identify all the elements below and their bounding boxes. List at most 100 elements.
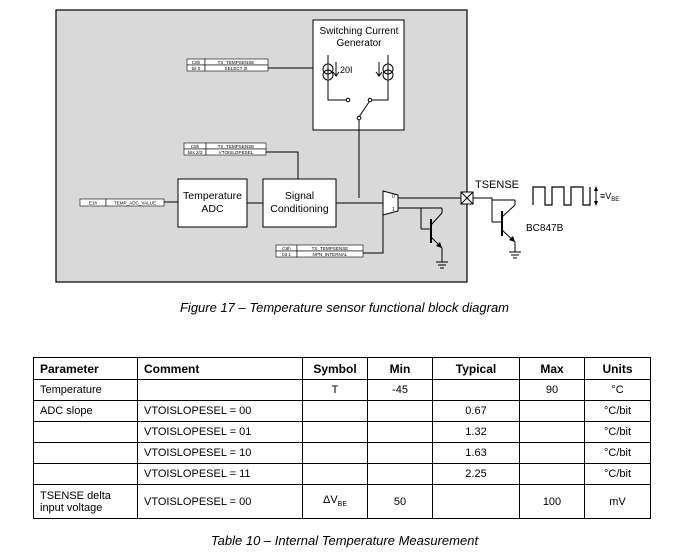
external-bc847b-transistor-icon [491, 199, 521, 259]
pulse-waveform-icon [532, 186, 591, 206]
col-header-min: Min [367, 357, 433, 380]
svg-text:bit 1: bit 1 [282, 252, 291, 257]
register-vtoislopesel: C8h bits 2/3 TX_TEMPSENSE VTOISLOPESEL [183, 142, 267, 156]
cell-symbol [302, 421, 368, 443]
table-header-row: Parameter Comment Symbol Min Typical Max… [33, 357, 651, 380]
cell-typical: 1.32 [432, 421, 520, 443]
table-row: Temperature T -45 90 °C [33, 379, 651, 401]
svg-text:TEMP_ADC_VALUE: TEMP_ADC_VALUE [114, 201, 156, 206]
table-caption: Table 10 – Internal Temperature Measurem… [210, 533, 479, 548]
svg-text:C8h: C8h [191, 144, 200, 149]
table-row: VTOISLOPESEL = 11 2.25 °C/bit [33, 463, 651, 485]
cell-units: °C [584, 379, 651, 401]
cell-symbol: T [302, 379, 368, 401]
table-row: VTOISLOPESEL = 01 1.32 °C/bit [33, 421, 651, 443]
cell-parameter: Temperature [33, 379, 138, 401]
cell-max: 100 [519, 484, 585, 519]
table-row: VTOISLOPESEL = 10 1.63 °C/bit [33, 442, 651, 464]
col-header-parameter: Parameter [33, 357, 138, 380]
mux-icon [382, 190, 399, 216]
tsense-label: TSENSE [475, 179, 519, 191]
cell-symbol: ΔVBE [302, 484, 368, 519]
temperature-adc-label-line2: ADC [201, 203, 224, 215]
cell-min: 50 [367, 484, 433, 519]
symbol-sub: BE [337, 501, 348, 509]
parameters-table: Parameter Comment Symbol Min Typical Max… [33, 357, 651, 519]
register-npn-internal: C8h bit 1 TX_TEMPSENSE NPN_INTERNAL [275, 244, 364, 258]
svg-text:C8h: C8h [282, 246, 291, 251]
cell-comment: VTOISLOPESEL = 10 [137, 442, 303, 464]
svg-text:TX_TEMPSENSE: TX_TEMPSENSE [218, 60, 255, 65]
symbol-main: ΔV [322, 494, 338, 507]
cell-symbol [302, 463, 368, 485]
switching-generator-title-line2: Generator [336, 38, 382, 49]
cell-parameter: ADC slope [33, 400, 138, 422]
cell-symbol [302, 442, 368, 464]
cell-units: mV [584, 484, 651, 519]
col-header-symbol: Symbol [302, 357, 368, 380]
cell-parameter [33, 463, 138, 485]
cell-comment: VTOISLOPESEL = 01 [137, 421, 303, 443]
block-diagram: Switching Current Generator 20I C8h bit … [55, 9, 619, 283]
col-header-units: Units [584, 357, 651, 380]
cell-comment [137, 379, 303, 401]
cell-units: °C/bit [584, 400, 651, 422]
table-row: TSENSE delta input voltage VTOISLOPESEL … [33, 484, 651, 519]
cell-comment: VTOISLOPESEL = 00 [137, 400, 303, 422]
cell-units: °C/bit [584, 442, 651, 464]
cell-max [519, 421, 585, 443]
switch-icon [358, 101, 370, 118]
col-header-comment: Comment [137, 357, 303, 380]
svg-text:C8h: C8h [192, 60, 201, 65]
cell-typical: 1.63 [432, 442, 520, 464]
internal-npn-transistor-icon [420, 207, 448, 269]
cell-parameter [33, 421, 138, 443]
cell-min [367, 400, 433, 422]
cell-symbol [302, 400, 368, 422]
cell-typical [432, 379, 520, 401]
register-select-2i: C8h bit 0 TX_TEMPSENSE SELECT 2I [186, 58, 269, 72]
temperature-adc-label-line1: Temperature [183, 190, 242, 202]
svg-text:E1h: E1h [89, 201, 98, 206]
cell-parameter [33, 442, 138, 464]
svg-text:TX_TEMPSENSE: TX_TEMPSENSE [218, 144, 255, 149]
svg-text:SELECT 2I: SELECT 2I [225, 66, 248, 71]
cell-units: °C/bit [584, 421, 651, 443]
cell-typical: 2.25 [432, 463, 520, 485]
cell-max: 90 [519, 379, 585, 401]
cell-comment: VTOISLOPESEL = 11 [137, 463, 303, 485]
signal-conditioning-label-line2: Conditioning [270, 203, 329, 215]
transistor-label: BC847B [526, 223, 564, 234]
cell-typical: 0.67 [432, 400, 520, 422]
param-line2: input voltage [40, 501, 103, 514]
cell-max [519, 463, 585, 485]
cell-min: -45 [367, 379, 433, 401]
col-header-typical: Typical [432, 357, 520, 380]
register-temp-adc-value: E1h TEMP_ADC_VALUE [79, 198, 165, 207]
cell-max [519, 442, 585, 464]
vbe-label: ≡VBE [600, 191, 619, 203]
cell-units: °C/bit [584, 463, 651, 485]
svg-text:bit 0: bit 0 [192, 66, 201, 71]
cell-max [519, 400, 585, 422]
svg-text:TX_TEMPSENSE: TX_TEMPSENSE [312, 246, 349, 251]
temperature-adc-block [177, 178, 248, 228]
table-row: ADC slope VTOISLOPESEL = 00 0.67 °C/bit [33, 400, 651, 422]
cell-comment: VTOISLOPESEL = 00 [137, 484, 303, 519]
param-line1: TSENSE delta [40, 489, 111, 502]
cell-parameter: TSENSE delta input voltage [33, 484, 138, 519]
svg-text:1: 1 [392, 207, 395, 213]
figure-caption: Figure 17 – Temperature sensor functiona… [179, 300, 510, 315]
current-label: 20I [340, 65, 353, 75]
col-header-max: Max [519, 357, 585, 380]
svg-text:NPN_INTERNAL: NPN_INTERNAL [313, 252, 348, 257]
cell-min [367, 421, 433, 443]
cell-typical [432, 484, 520, 519]
svg-text:bits 2/3: bits 2/3 [188, 150, 203, 155]
svg-text:0: 0 [392, 194, 395, 200]
svg-text:VTOISLOPESEL: VTOISLOPESEL [219, 150, 254, 155]
switching-generator-title-line1: Switching Current [320, 26, 399, 37]
cell-min [367, 442, 433, 464]
signal-conditioning-label-line1: Signal [285, 190, 314, 202]
cell-min [367, 463, 433, 485]
